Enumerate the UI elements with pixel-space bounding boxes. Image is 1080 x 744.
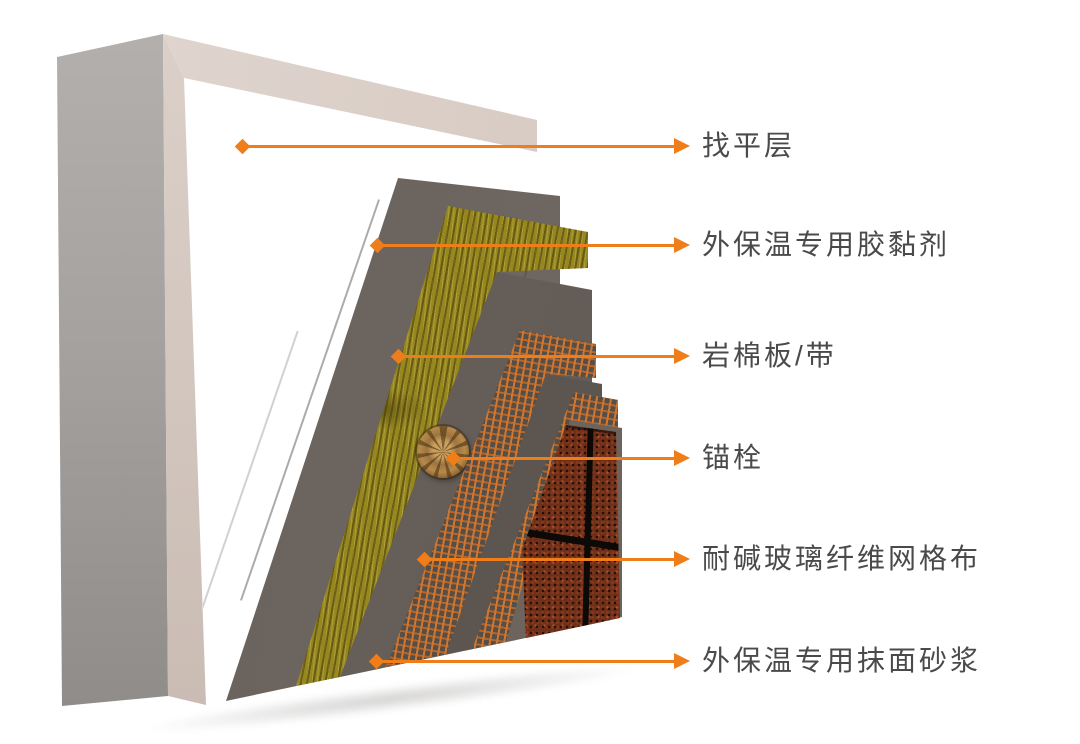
tile-grout-horizontal [522, 528, 620, 552]
callout-label: 岩棉板/带 [702, 340, 837, 371]
callout-label: 找平层 [702, 130, 796, 161]
callout-line [398, 355, 674, 358]
callout-line [242, 145, 674, 148]
callout-label: 外保温专用抹面砂浆 [702, 645, 982, 676]
callout-arrowhead-icon [674, 450, 690, 466]
callout-arrowhead-icon [674, 348, 690, 364]
callout-arrowhead-icon [674, 138, 690, 154]
callout-arrowhead-icon [674, 551, 690, 567]
callout-line [377, 244, 674, 247]
callout-label: 锚栓 [702, 442, 765, 473]
callout-line [453, 457, 674, 460]
callout-line [376, 660, 674, 663]
anchor-bolt-disc [417, 426, 469, 478]
callout-label: 耐碱玻璃纤维网格布 [702, 543, 982, 574]
callout-arrowhead-icon [674, 653, 690, 669]
callout-line [424, 558, 674, 561]
callout-arrowhead-icon [674, 237, 690, 253]
callout-label: 外保温专用胶黏剂 [702, 229, 951, 260]
